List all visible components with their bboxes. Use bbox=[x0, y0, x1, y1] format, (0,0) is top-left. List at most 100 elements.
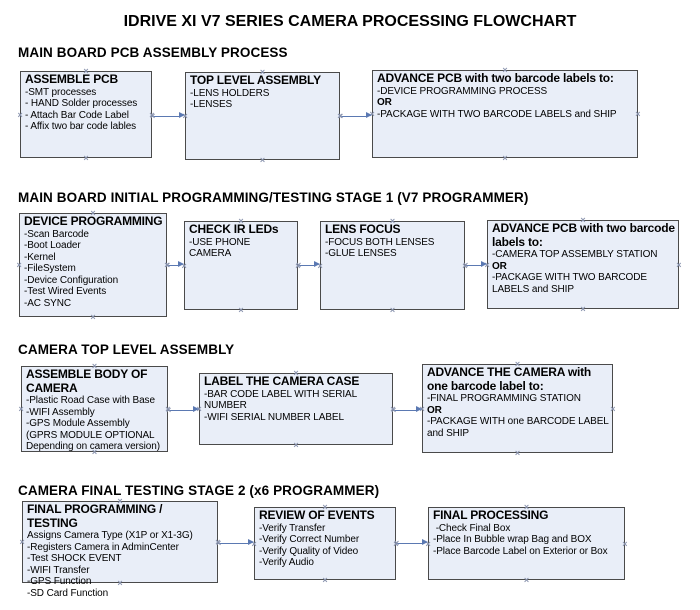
box-item: -FOCUS BOTH LENSES bbox=[325, 236, 435, 248]
top-level-assembly-box: TOP LEVEL ASSEMBLY-LENS HOLDERS-LENSES××… bbox=[183, 68, 343, 165]
box-title: ADVANCE PCB with two barcode labels to: bbox=[377, 71, 614, 85]
box-item: -USE PHONE CAMERA bbox=[189, 236, 253, 260]
advance-the-camera-box: ADVANCE THE CAMERA with one barcode labe… bbox=[420, 360, 616, 458]
box-item: -Place In Bubble wrap Bag and BOX bbox=[433, 534, 592, 545]
box-item: -AC SYNC bbox=[24, 297, 71, 309]
box-item: -SD Card Function bbox=[27, 587, 109, 599]
box-title: CHECK IR LEDs bbox=[189, 222, 279, 236]
box-item: -FINAL PROGRAMMING STATION bbox=[427, 393, 581, 404]
arrowhead-icon bbox=[178, 261, 184, 268]
box-item: -Test SHOCK EVENT bbox=[27, 553, 122, 564]
connection-point-icon: × bbox=[635, 109, 641, 119]
box-item: -WIFI Transfer bbox=[27, 564, 90, 576]
section-header: MAIN BOARD INITIAL PROGRAMMING/TESTING S… bbox=[18, 190, 529, 205]
connection-point-icon: × bbox=[296, 259, 302, 270]
check-ir-leds-box: CHECK IR LEDs-USE PHONE CAMERA×××× bbox=[182, 217, 301, 315]
lens-focus-box: LENS FOCUS-FOCUS BOTH LENSES-GLUE LENSES… bbox=[318, 217, 468, 315]
connection-point-icon: × bbox=[16, 260, 22, 270]
box-title: FINAL PROGRAMMING / TESTING bbox=[27, 502, 163, 530]
connection-point-icon: × bbox=[523, 575, 530, 585]
flow-arrow: × bbox=[296, 260, 320, 269]
box-item: -LENSES bbox=[190, 99, 233, 110]
device-programming-box: DEVICE PROGRAMMING-Scan Barcode-Boot Loa… bbox=[16, 209, 170, 322]
box-item: -PACKAGE WITH TWO BARCODE LABELS and SHI… bbox=[377, 108, 617, 120]
connection-point-icon: × bbox=[18, 404, 24, 414]
box-title: ASSEMBLE BODY OF CAMERA bbox=[26, 367, 148, 395]
box-title: ASSEMBLE PCB bbox=[25, 72, 118, 86]
box-item: -GPS Module Assembly bbox=[26, 418, 130, 429]
connection-point-icon: × bbox=[463, 259, 469, 270]
box-item: -Boot Loader bbox=[24, 240, 81, 251]
box-item: -Test Wired Events bbox=[24, 286, 107, 297]
box-item: (GPRS MODULE OPTIONAL bbox=[26, 429, 155, 441]
box-title: ADVANCE PCB with two barcode labels to: bbox=[492, 221, 675, 249]
box-item: -Verify Audio bbox=[259, 557, 314, 568]
box-item: Depending on camera version) bbox=[26, 441, 160, 452]
box-item: -WIFI Assembly bbox=[26, 406, 95, 418]
connection-point-icon: × bbox=[238, 305, 244, 315]
box-item: -GPS Function bbox=[27, 576, 92, 587]
flow-arrow: × bbox=[165, 260, 184, 269]
box-title: DEVICE PROGRAMMING bbox=[24, 214, 163, 228]
connection-point-icon: × bbox=[514, 448, 521, 458]
box-title: TOP LEVEL ASSEMBLY bbox=[190, 73, 321, 87]
box-item: -FileSystem bbox=[24, 263, 76, 274]
assemble-pcb-box: ASSEMBLE PCB-SMT processes- HAND Solder … bbox=[17, 67, 155, 163]
box-title: FINAL PROCESSING bbox=[433, 508, 549, 522]
box-title: LABEL THE CAMERA CASE bbox=[204, 374, 360, 388]
box-item: -Plastic Road Case with Base bbox=[26, 395, 155, 406]
box-item: -PACKAGE WITH TWO BARCODE LABELS and SHI… bbox=[492, 272, 650, 295]
flow-arrow: × bbox=[166, 405, 199, 414]
connection-point-icon: × bbox=[259, 155, 266, 165]
connection-point-icon: × bbox=[216, 537, 222, 548]
flow-arrow: × bbox=[216, 538, 254, 547]
section-header: CAMERA TOP LEVEL ASSEMBLY bbox=[18, 342, 235, 357]
connection-point-icon: × bbox=[391, 404, 397, 415]
connection-point-icon: × bbox=[83, 153, 89, 163]
review-of-events-box: REVIEW OF EVENTS-Verify Transfer-Verify … bbox=[252, 503, 399, 585]
final-processing-box: FINAL PROCESSING -Check Final Box-Place … bbox=[426, 503, 628, 585]
connection-point-icon: × bbox=[394, 537, 400, 548]
flow-arrow: × bbox=[391, 405, 422, 414]
box-item: OR bbox=[492, 260, 507, 272]
connection-point-icon: × bbox=[150, 110, 156, 121]
page-title: IDRIVE XI V7 SERIES CAMERA PROCESSING FL… bbox=[123, 13, 577, 30]
connection-point-icon: × bbox=[389, 305, 396, 315]
connection-point-icon: × bbox=[610, 403, 616, 414]
box-item: - Attach Bar Code Label bbox=[25, 109, 129, 121]
box-item: -DEVICE PROGRAMMING PROCESS bbox=[377, 85, 548, 97]
connection-point-icon: × bbox=[165, 259, 171, 270]
connection-point-icon: × bbox=[502, 153, 508, 163]
box-item: -WIFI SERIAL NUMBER LABEL bbox=[204, 411, 344, 423]
connection-point-icon: × bbox=[166, 404, 172, 415]
flow-arrow: × bbox=[394, 538, 428, 547]
box-item: OR bbox=[427, 404, 442, 416]
flow-arrow: × bbox=[338, 111, 372, 120]
box-item: - Affix two bar code lables bbox=[25, 121, 137, 132]
section-header: CAMERA FINAL TESTING STAGE 2 (x6 PROGRAM… bbox=[18, 483, 380, 498]
connection-point-icon: × bbox=[293, 440, 299, 450]
arrowhead-icon bbox=[248, 539, 254, 546]
box-item: -Device Configuration bbox=[24, 274, 119, 286]
connection-point-icon: × bbox=[676, 259, 682, 270]
box-item: -BAR CODE LABEL WITH SERIAL NUMBER bbox=[204, 388, 360, 412]
box-item: -Verify Quality of Video bbox=[259, 545, 359, 557]
arrowhead-icon bbox=[481, 261, 487, 268]
connection-point-icon: × bbox=[322, 575, 328, 585]
label-the-camera-case-box: LABEL THE CAMERA CASE-BAR CODE LABEL WIT… bbox=[197, 369, 396, 450]
box-item: -LENS HOLDERS bbox=[190, 87, 270, 99]
flow-arrow: × bbox=[150, 111, 185, 120]
box-item: -CAMERA TOP ASSEMBLY STATION bbox=[492, 249, 658, 260]
connection-point-icon: × bbox=[90, 312, 96, 322]
flow-arrow: × bbox=[463, 260, 487, 269]
connection-point-icon: × bbox=[17, 109, 23, 120]
connection-point-icon: × bbox=[19, 537, 25, 547]
arrowhead-icon bbox=[416, 406, 422, 413]
box-item: -Registers Camera in AdminCenter bbox=[27, 541, 179, 553]
box-item: -PACKAGE WITH one BARCODE LABEL and SHIP bbox=[427, 416, 612, 439]
box-item: Assigns Camera Type (X1P or X1-3G) bbox=[27, 530, 193, 541]
box-item: -Scan Barcode bbox=[24, 228, 89, 240]
arrowhead-icon bbox=[193, 406, 199, 413]
